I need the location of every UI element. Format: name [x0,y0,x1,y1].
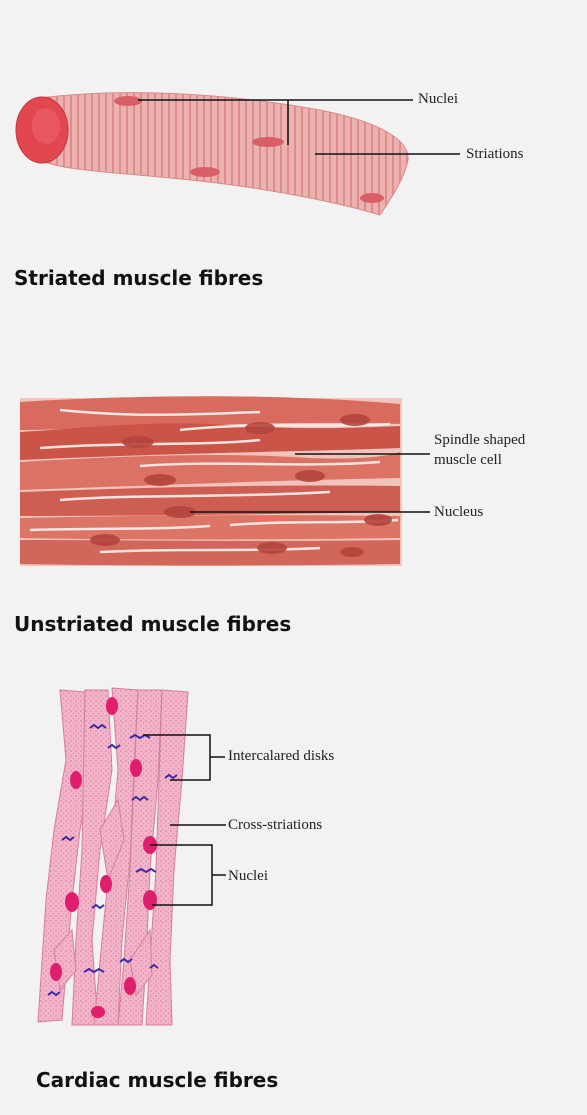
smooth-muscle-sheet [20,396,402,566]
cardiac-nucleus [65,892,79,912]
label-intercalated-disks: Intercalared disks [228,746,334,766]
caption-unstriated: Unstriated muscle fibres [14,612,291,636]
striated-nucleus [114,96,142,106]
cardiac-nucleus [130,759,142,777]
label-nucleus: Nucleus [434,502,483,522]
smooth-nucleus [257,542,287,554]
cardiac-nucleus [106,697,118,715]
smooth-nucleus [340,547,364,557]
striated-nucleus [190,167,220,177]
smooth-nucleus [340,414,370,426]
cardiac-nucleus [143,890,157,910]
label-nuclei-cardiac: Nuclei [228,866,268,886]
striated-nucleus [252,137,284,147]
cardiac-nucleus [124,977,136,995]
cardiac-nucleus [50,963,62,981]
smooth-nucleus [295,470,325,482]
label-striations: Striations [466,144,524,164]
smooth-nucleus [122,436,154,448]
label-nuclei-striated: Nuclei [418,89,458,109]
caption-striated: Striated muscle fibres [14,266,263,290]
cardiac-nucleus [70,771,82,789]
smooth-nucleus [90,534,120,546]
cardiac-nucleus [100,875,112,893]
label-spindle-cell: Spindle shaped muscle cell [434,430,569,470]
striated-nucleus [360,193,384,203]
cardiac-nucleus [91,1006,105,1018]
smooth-nucleus [144,474,176,486]
smooth-nucleus [245,422,275,434]
caption-cardiac: Cardiac muscle fibres [36,1068,278,1092]
label-cross-striations: Cross-striations [228,815,322,835]
smooth-nucleus [364,514,392,526]
